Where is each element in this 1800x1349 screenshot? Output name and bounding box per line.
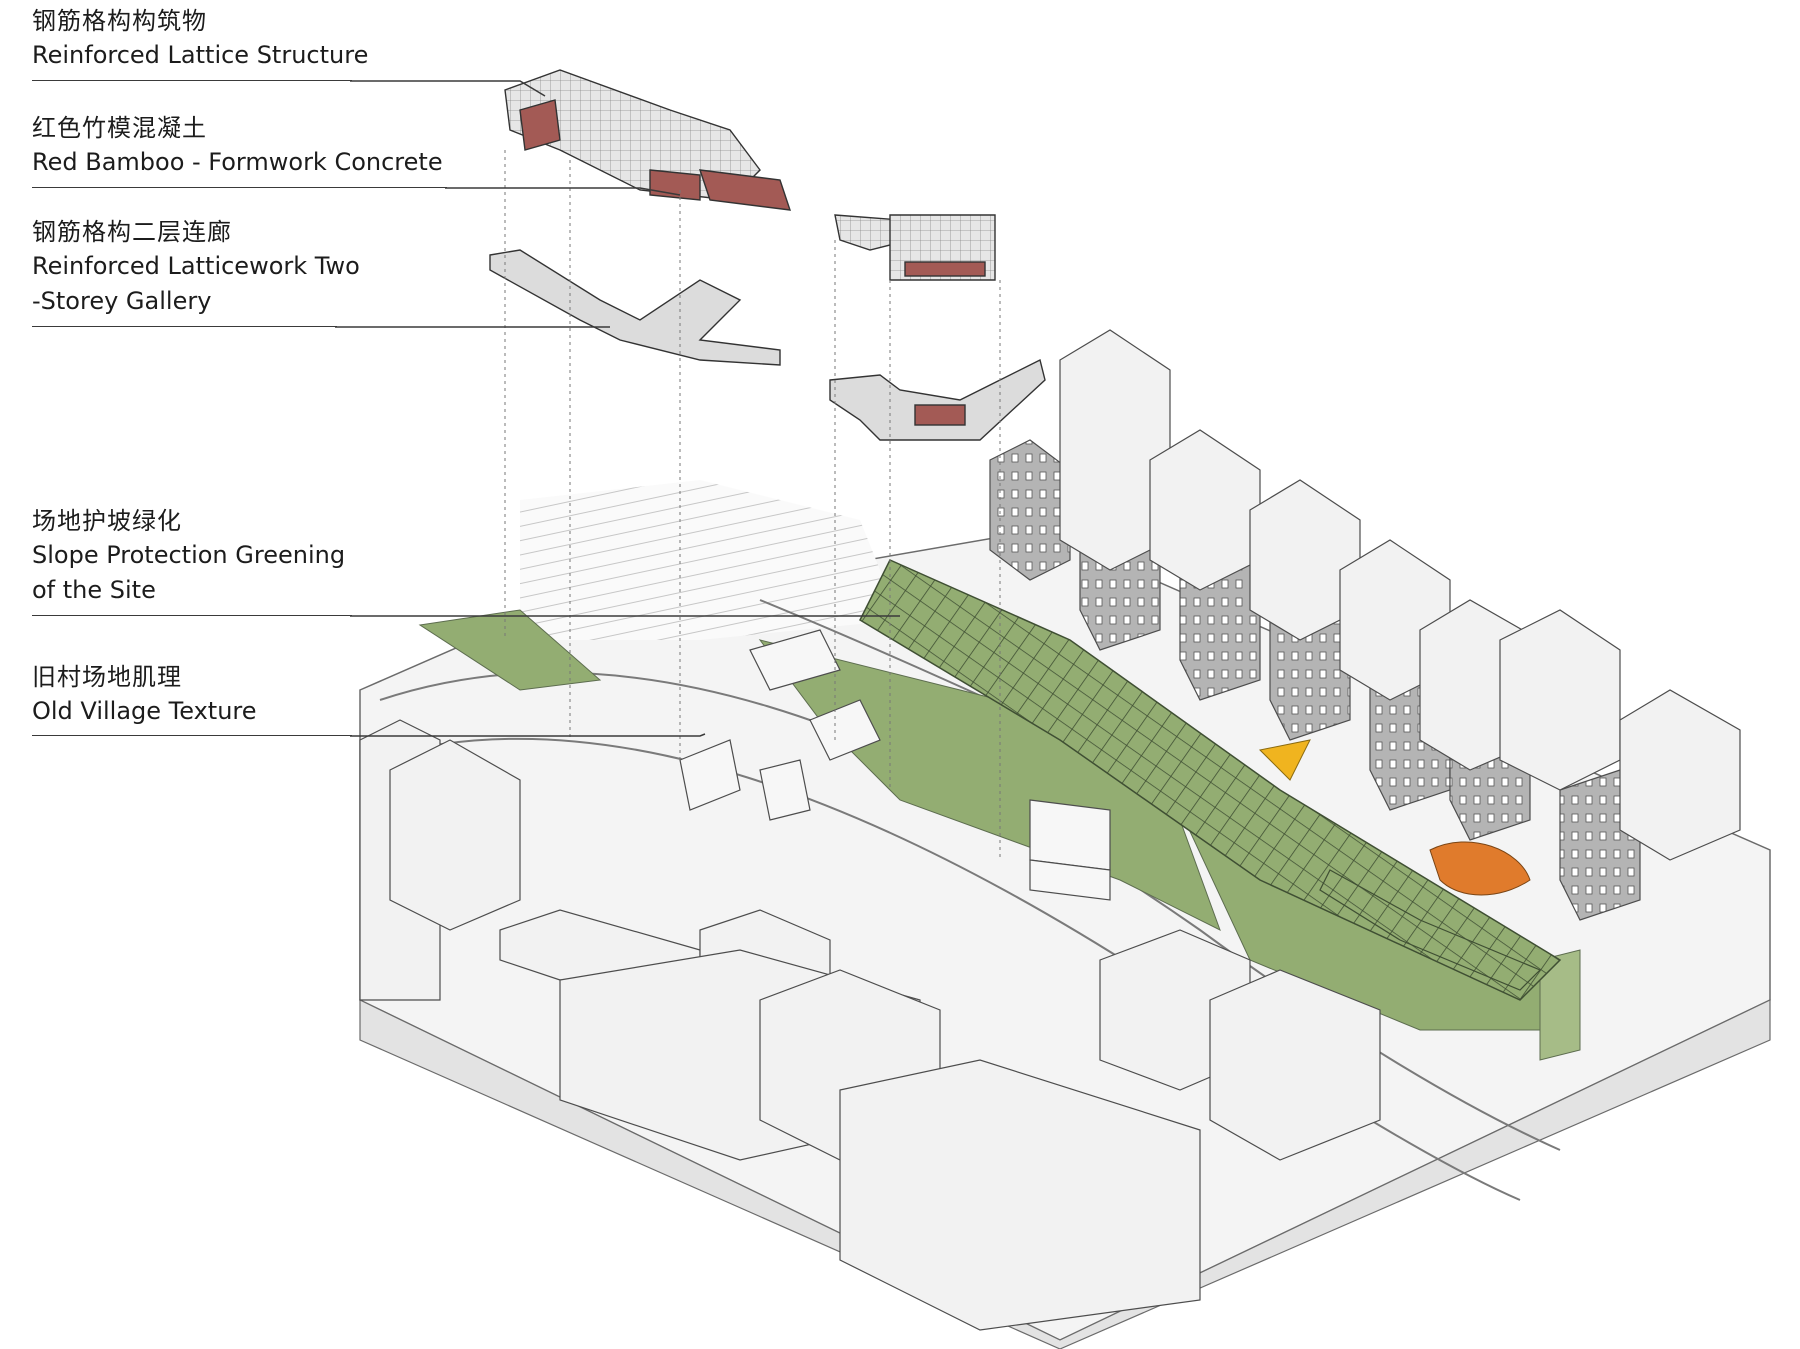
lattice-slope-protection — [859, 559, 1562, 1001]
label-reinforced-lattice-structure: 钢筋格构构筑物 Reinforced Lattice Structure — [32, 7, 369, 69]
label-lattice-gallery: 钢筋格构二层连廊 Reinforced Latticework Two -Sto… — [32, 218, 360, 315]
residential-towers — [989, 329, 1741, 921]
label-old-village-texture: 旧村场地肌理 Old Village Texture — [32, 663, 257, 725]
lattice-structure-exploded — [504, 69, 996, 281]
gallery-slab-exploded — [489, 249, 1046, 441]
contour-slope — [520, 480, 900, 640]
plaza — [1258, 739, 1531, 896]
village-buildings — [679, 629, 1111, 901]
leader-line — [335, 80, 900, 737]
projection-lines — [504, 150, 1001, 860]
label-slope-protection: 场地护坡绿化 Slope Protection Greening of the … — [32, 507, 346, 604]
foreground-massing — [359, 719, 1381, 1331]
label-red-bamboo-formwork: 红色竹模混凝土 Red Bamboo - Formwork Concrete — [32, 114, 443, 176]
